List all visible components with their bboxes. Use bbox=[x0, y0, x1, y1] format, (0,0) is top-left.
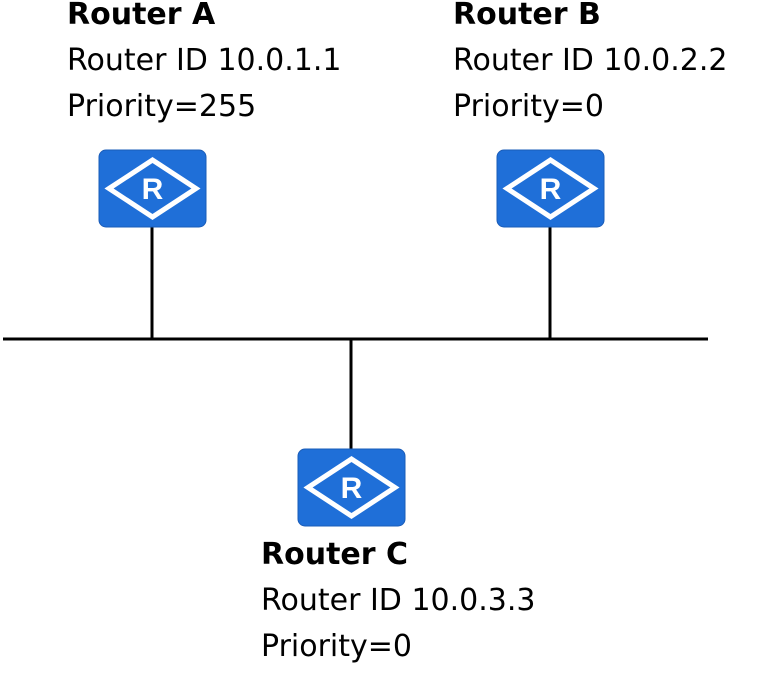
router-icon-b: R bbox=[497, 150, 604, 227]
router-b-label: Router B Router ID 10.0.2.2 Priority=0 bbox=[453, 0, 727, 130]
router-c-router-id: Router ID 10.0.3.3 bbox=[261, 583, 536, 618]
router-a-label: Router A Router ID 10.0.1.1 Priority=255 bbox=[67, 0, 341, 130]
router-c-name: Router C bbox=[261, 537, 409, 572]
router-a-router-id: Router ID 10.0.1.1 bbox=[67, 43, 342, 78]
router-b-name: Router B bbox=[453, 0, 601, 32]
router-symbol-letter: R bbox=[341, 472, 363, 505]
router-icon-a: R bbox=[99, 150, 206, 227]
router-c-label: Router C Router ID 10.0.3.3 Priority=0 bbox=[261, 532, 535, 670]
router-symbol-letter: R bbox=[540, 173, 562, 206]
router-b-router-id: Router ID 10.0.2.2 bbox=[453, 43, 728, 78]
router-b-priority: Priority=0 bbox=[453, 89, 604, 124]
router-a-priority: Priority=255 bbox=[67, 89, 257, 124]
router-icon-c: R bbox=[298, 449, 405, 526]
router-symbol-letter: R bbox=[142, 173, 164, 206]
router-c-priority: Priority=0 bbox=[261, 629, 412, 664]
router-a-name: Router A bbox=[67, 0, 216, 32]
